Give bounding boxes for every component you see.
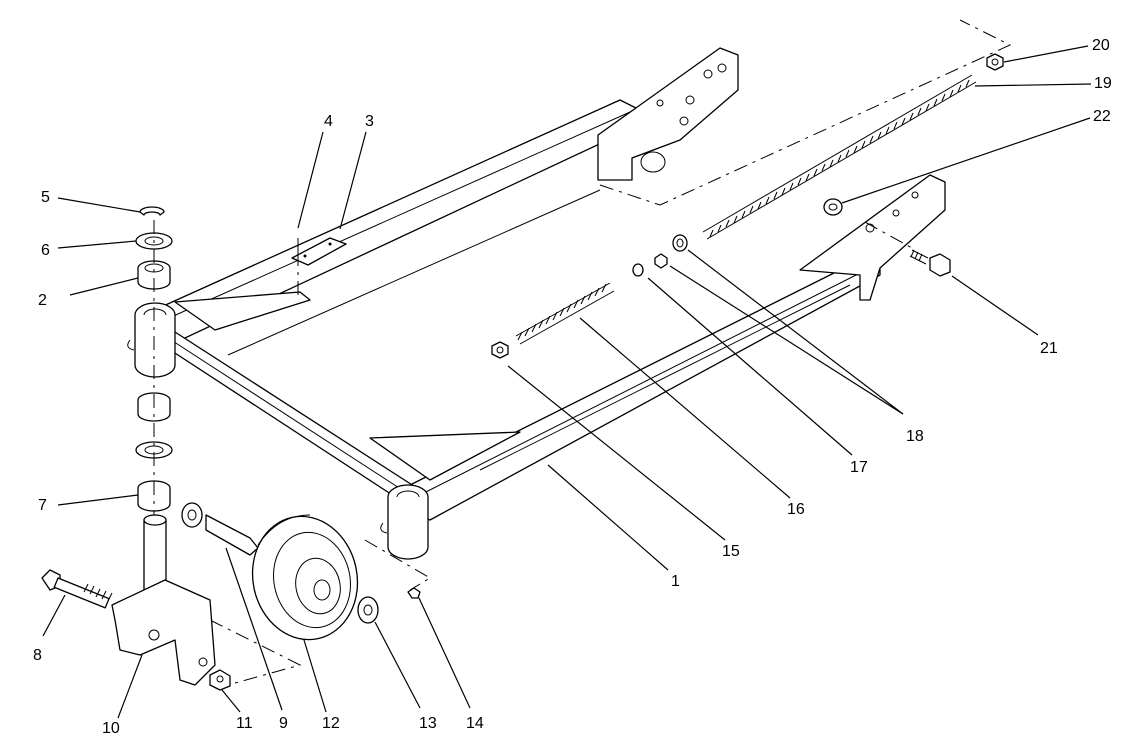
frame-assembly [127,19,1012,691]
callout-9: 9 [279,715,288,732]
callout-labels: 1 2 3 4 5 6 7 8 9 10 11 12 13 14 15 16 1… [33,37,1112,737]
callout-20: 20 [1092,37,1110,54]
hex-nut-b [672,234,688,252]
clevis-bracket [291,237,347,266]
callout-19: 19 [1094,75,1112,92]
frame-rear-plate-right [799,174,946,301]
frame-right-rail [399,254,881,521]
lock-nut [209,669,231,691]
callout-11: 11 [236,715,253,732]
leader-lines [42,45,1092,719]
callout-1: 1 [671,573,680,590]
wheel-assembly [181,502,379,641]
callout-7: 7 [38,497,47,514]
frame-rear-plate-left [597,47,739,181]
flat-washer [632,263,644,277]
spacer [137,480,171,512]
callout-4: 4 [324,113,333,130]
callout-17: 17 [850,459,868,476]
frame-brace-lower [369,431,521,481]
callout-8: 8 [33,647,42,664]
axle-spacer-tube [205,514,259,556]
grease-fitting [407,587,421,599]
top-nut [986,53,1004,71]
wheel-tire [251,515,359,641]
bushing [823,198,843,216]
callout-18: 18 [906,428,924,445]
wheel-spacer-washer [181,502,203,528]
threaded-rod [702,74,977,240]
callout-10: 10 [102,720,120,737]
snap-ring [139,206,165,216]
axle-bolt [41,569,113,609]
shoulder-bolt [909,249,951,277]
callout-12: 12 [322,715,340,732]
callout-13: 13 [419,715,437,732]
flange-bushing-top [137,260,171,290]
callout-14: 14 [466,715,484,732]
caster-fork [111,514,216,686]
callout-2: 2 [38,292,47,309]
tension-assembly [491,53,1004,359]
hex-nut-a [654,253,668,269]
wheel-washer [357,596,379,624]
frame-brace-upper [174,291,311,331]
caster-stack [135,206,173,520]
callout-21: 21 [1040,340,1058,357]
callout-5: 5 [41,189,50,206]
jam-nut [491,341,509,359]
callout-3: 3 [365,113,374,130]
compression-spring [515,282,615,345]
callout-15: 15 [722,543,740,560]
callout-22: 22 [1093,108,1111,125]
callout-16: 16 [787,501,805,518]
callout-6: 6 [41,242,50,259]
